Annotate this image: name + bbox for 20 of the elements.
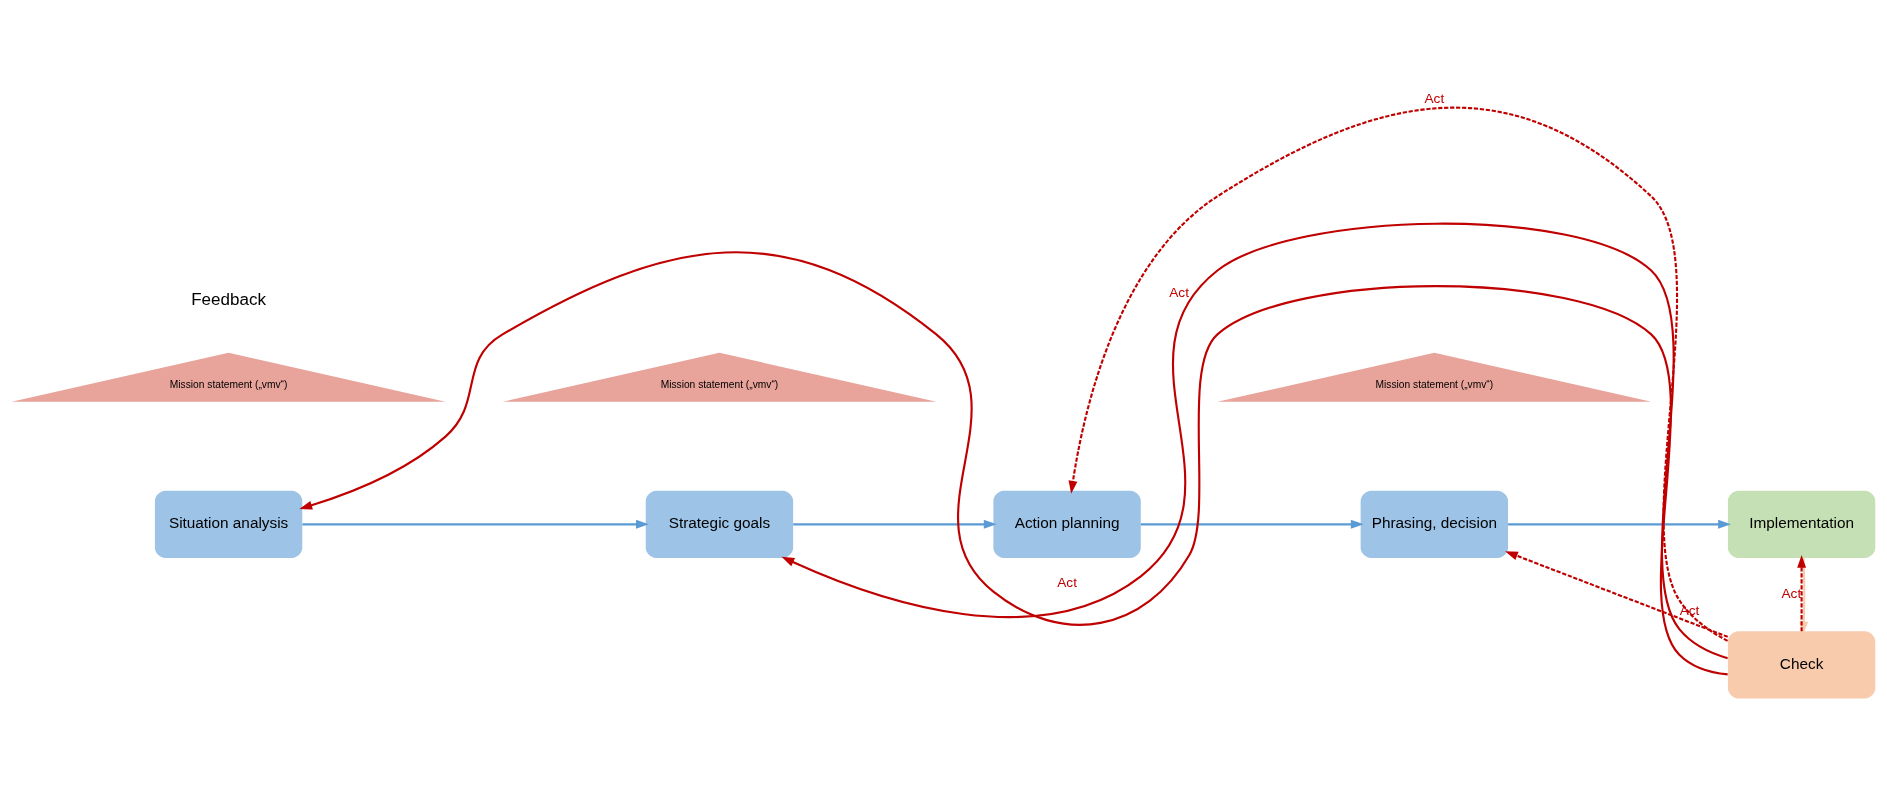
node-box: Strategic goals [645, 490, 794, 558]
arrow [1140, 519, 1364, 529]
edge-label: Act [1057, 574, 1077, 590]
edge-label: Act [1169, 284, 1189, 300]
arrow [1505, 550, 1729, 638]
edge-label: Act [1424, 90, 1445, 106]
edge-label: Act [1781, 585, 1802, 601]
arrow [302, 519, 649, 529]
arrow [793, 519, 997, 529]
arrow [299, 251, 1728, 675]
node-box: Action planning [993, 490, 1141, 558]
arrow [1068, 106, 1729, 642]
edge-label: Act [1679, 602, 1700, 617]
node-box: Phrasing, decision [1360, 490, 1509, 558]
arrow [781, 222, 1728, 659]
node-box: Check [1727, 630, 1876, 699]
arrow [1508, 519, 1731, 529]
node-box: Situation analysis [154, 490, 303, 558]
label: Feedback [191, 289, 266, 309]
node-box: Implementation [1727, 490, 1876, 558]
